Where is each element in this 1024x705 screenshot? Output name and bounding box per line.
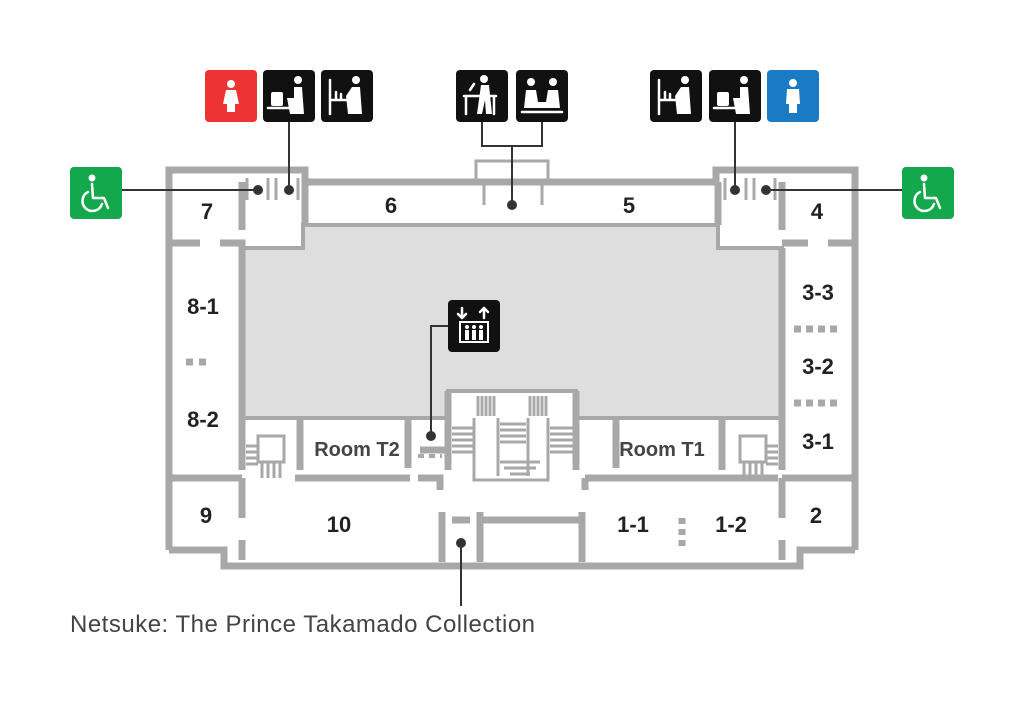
diaper-table-icon[interactable] [321, 70, 373, 122]
room-7-label[interactable]: 7 [201, 199, 213, 224]
room-3-2-label[interactable]: 3-2 [802, 354, 834, 379]
room-4-label[interactable]: 4 [811, 199, 824, 224]
baby-changing-icon[interactable] [709, 70, 761, 122]
room-labels: 7 6 5 4 8-1 8-2 3-3 3-2 3-1 Room T2 Room… [187, 193, 834, 537]
room-3-3-label[interactable]: 3-3 [802, 280, 834, 305]
room-1-1-label[interactable]: 1-1 [617, 512, 649, 537]
wheelchair-accessible-icon[interactable] [902, 167, 954, 219]
room-10-label[interactable]: 10 [327, 512, 351, 537]
diaper-table-icon[interactable] [650, 70, 702, 122]
drinking-fountain-icon[interactable] [456, 70, 508, 122]
wheelchair-accessible-icon[interactable] [70, 167, 122, 219]
exhibition-caption: Netsuke: The Prince Takamado Collection [70, 611, 536, 638]
women-restroom-icon[interactable] [205, 70, 257, 122]
leader-lines [122, 122, 902, 606]
room-3-1-label[interactable]: 3-1 [802, 429, 834, 454]
elevator-icon[interactable] [448, 300, 500, 352]
room-8-1-label[interactable]: 8-1 [187, 294, 219, 319]
room-9-label[interactable]: 9 [200, 503, 212, 528]
lounge-seating-icon[interactable] [516, 70, 568, 122]
room-t1-label[interactable]: Room T1 [619, 439, 705, 461]
room-5-label[interactable]: 5 [623, 193, 635, 218]
central-hall [240, 223, 784, 420]
men-restroom-icon[interactable] [767, 70, 819, 122]
room-8-2-label[interactable]: 8-2 [187, 407, 219, 432]
baby-changing-icon[interactable] [263, 70, 315, 122]
room-1-2-label[interactable]: 1-2 [715, 512, 747, 537]
room-6-label[interactable]: 6 [385, 193, 397, 218]
room-t2-label[interactable]: Room T2 [314, 439, 400, 461]
room-2-label[interactable]: 2 [810, 503, 822, 528]
